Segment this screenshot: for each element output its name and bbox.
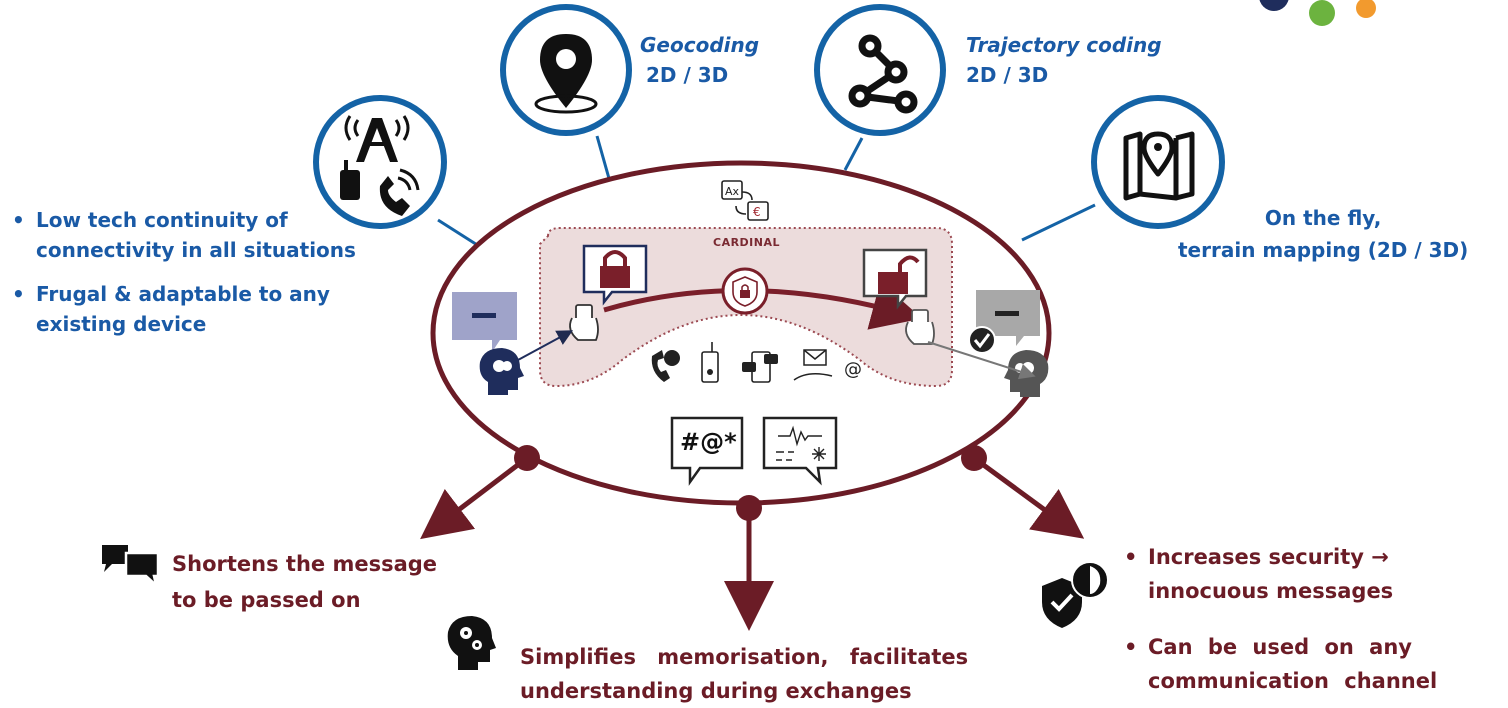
lock-closed-icon [582,244,648,306]
connectivity-item: Low tech continuity of connectivity in a… [0,205,420,265]
signal-bubble-icon [762,416,838,486]
geocoding-sub: 2D / 3D [646,63,729,87]
svg-text:€: € [753,205,761,219]
walkie-talkie-icon [340,160,360,200]
connectivity-item: Frugal & adaptable to any existing devic… [0,279,420,339]
benefit-arrows [420,455,1085,631]
at-icon: @ [844,359,862,380]
sender-arrow [517,330,574,361]
antenna-icon [344,115,410,162]
route-icon [848,34,918,114]
channel-icons: @ [651,342,862,383]
mapping-line1: On the fly, [1264,206,1382,230]
trajectory-circle [814,4,946,136]
shorten-line2: to be passed on [172,588,361,612]
map-icon [1123,131,1195,201]
feature-connectors [437,135,1096,250]
svg-text:Ax: Ax [725,185,740,198]
connectivity-circle [313,95,447,229]
mapping-label: On the fly, terrain mapping (2D / 3D) [1178,202,1468,266]
mapping-circle [1091,95,1225,229]
translate-icon: Ax € [721,180,769,221]
benefit-nodes [514,445,987,521]
map-pin-icon [534,34,598,114]
mapping-line2: terrain mapping (2D / 3D) [1178,238,1469,262]
security-list: Increases security → innocuous messages … [1112,540,1442,698]
memorise-line2: understanding during exchanges [520,679,912,703]
trajectory-sub: 2D / 3D [966,63,1049,87]
check-badge-icon [968,326,996,354]
phone-hand-icon [569,304,599,341]
security-item: Increases security → innocuous messages [1112,540,1442,608]
lock-open-icon [862,248,928,310]
cardinal-label: CARDINAL [713,236,781,249]
radio-icon [701,342,719,383]
head-gears-icon [447,616,496,670]
brand-dots [1259,0,1376,26]
chat-bubbles-icon [102,545,160,589]
trajectory-title: Trajectory coding [966,33,1162,57]
trajectory-label: Trajectory coding 2D / 3D [966,30,1162,90]
shorten-label: Shortens the message to be passed on [172,546,437,618]
shield-check-icon [1042,561,1109,628]
code-bubble-icon [670,416,744,486]
shorten-line1: Shortens the message [172,552,438,576]
memorise-label: Simplifies memorisation, facilitates und… [520,640,968,708]
mail-hand-icon [793,349,833,381]
security-item: Can be used on any communication channel [1112,630,1442,698]
phone-hand-icon [905,309,935,345]
code-bubble-text: #@* [680,428,737,456]
receiver-arrow [927,341,1036,380]
geocoding-circle [500,4,632,136]
phone-messages-icon [742,351,778,383]
connectivity-list: Low tech continuity of connectivity in a… [0,205,420,339]
shield-icon [721,267,769,315]
geocoding-label: Geocoding 2D / 3D [640,30,759,90]
geocoding-title: Geocoding [640,33,760,57]
memorise-line1: Simplifies memorisation, facilitates [520,645,969,669]
sender-head-icon [479,348,524,395]
phone-chat-icon [651,350,680,382]
sender-bubble-icon [452,292,517,352]
